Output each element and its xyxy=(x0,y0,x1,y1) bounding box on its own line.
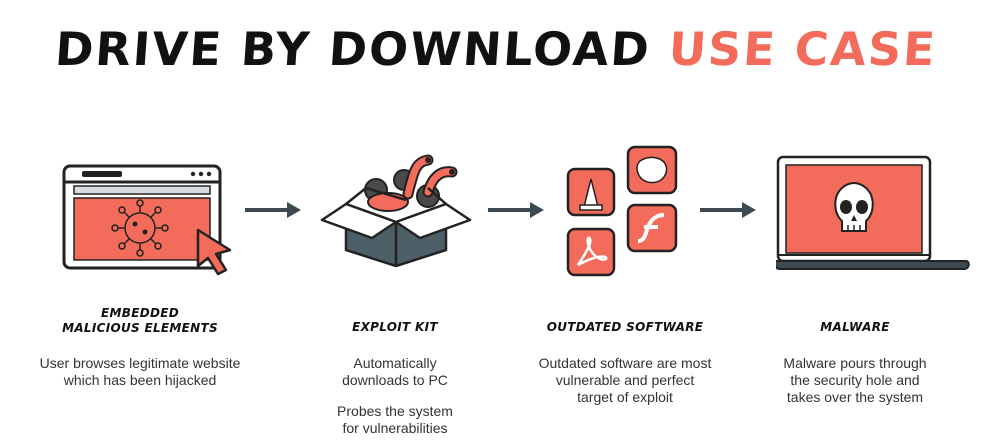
step-desc-malware: Malware pours through the security hole … xyxy=(760,355,950,406)
desc-line: Probes the system xyxy=(337,403,453,419)
desc-line: which has been hijacked xyxy=(63,372,217,388)
heading-line: MALICIOUS ELEMENTS xyxy=(62,321,218,335)
desc-line: target of exploit xyxy=(577,389,673,405)
step-desc-outdated-software: Outdated software are most vulnerable an… xyxy=(505,355,745,406)
step-desc-exploit-kit: Automatically downloads to PC Probes the… xyxy=(310,355,480,437)
software-apps-icon xyxy=(566,145,678,277)
arrow-right-icon xyxy=(488,202,544,218)
step-heading-malware: MALWARE xyxy=(820,320,890,334)
desc-line: the security hole and xyxy=(790,372,920,388)
desc-line: Malware pours through xyxy=(783,355,927,371)
step-heading-exploit-kit: EXPLOIT KIT xyxy=(352,320,438,334)
desc-line: Automatically xyxy=(353,355,437,371)
desc-line: takes over the system xyxy=(786,389,924,405)
desc-line: Outdated software are most xyxy=(538,355,712,371)
desc-line: User browses legitimate website xyxy=(39,355,241,371)
arrow-right-icon xyxy=(700,202,756,218)
step-heading-outdated-software: OUTDATED SOFTWARE xyxy=(546,320,704,334)
title-accent: USE CASE xyxy=(666,22,939,76)
browser-virus-cursor-icon xyxy=(62,164,232,276)
heading-line: EMBEDDED xyxy=(101,306,179,320)
desc-line: downloads to PC xyxy=(342,372,448,388)
open-box-worms-icon xyxy=(320,154,472,268)
arrow-right-icon xyxy=(245,202,301,218)
desc-line: vulnerable and perfect xyxy=(555,372,695,388)
desc-line: for vulnerabilities xyxy=(342,420,448,436)
step-heading-embedded: EMBEDDED MALICIOUS ELEMENTS xyxy=(40,306,240,336)
page-title: DRIVE BY DOWNLOAD USE CASE xyxy=(0,22,992,76)
title-main: DRIVE BY DOWNLOAD xyxy=(53,22,653,76)
laptop-skull-icon xyxy=(776,155,970,270)
step-desc-embedded: User browses legitimate website which ha… xyxy=(10,355,270,389)
